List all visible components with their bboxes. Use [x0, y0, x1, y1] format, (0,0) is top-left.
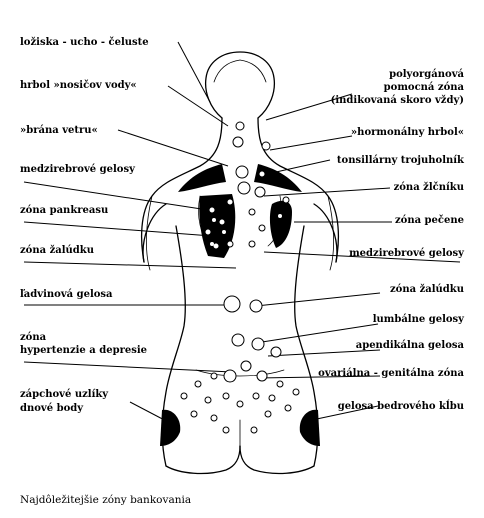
label-zapchove-line2: dnové body: [20, 403, 84, 414]
shade-dots: [210, 214, 282, 246]
zone-hip-right-shade: [299, 409, 320, 446]
label-hrbol: hrbol »nosičov vody«: [20, 80, 137, 91]
label-hormonalny: »hormonálny hrbol«: [350, 127, 464, 138]
label-lumbalne: lumbálne gelosy: [372, 314, 464, 325]
label-zaludok-left: zóna žalúdku: [20, 245, 94, 256]
label-tonsilarny: tonsillárny trojuholník: [336, 155, 464, 166]
diagram-caption: Najdôležitejšie zóny bankovania: [20, 494, 192, 506]
label-hypertenzia-line2: hypertenzie a depresie: [20, 345, 148, 356]
label-zapchove-line1: zápchové uzlíky: [20, 389, 109, 400]
label-medzirebrove-right: medzirebrové gelosy: [349, 248, 464, 259]
label-medzirebrove-left: medzirebrové gelosy: [20, 164, 135, 175]
leader-lines: [23, 41, 461, 425]
label-zaludok-right: zóna žalúdku: [390, 284, 464, 295]
label-pankreas: zóna pankreasu: [20, 205, 109, 216]
label-polyorganova-line1: polyorgánová: [389, 69, 464, 80]
label-pecene: zóna pečene: [394, 215, 464, 226]
zone-hip-left-shade: [160, 409, 181, 446]
label-hypertenzia-line1: zóna: [20, 332, 47, 343]
label-brana: »brána vetru«: [20, 125, 98, 136]
label-ladvinova: ľadvinová gelosa: [20, 289, 113, 300]
shaded-zones: [160, 164, 320, 446]
zone-shoulder-left-shade: [178, 164, 226, 192]
label-zlcnik: zóna žlčníku: [393, 182, 464, 193]
label-polyorganova-line2: pomocná zóna: [383, 82, 464, 93]
zone-shoulder-right-shade: [254, 164, 302, 192]
zone-liver-shade: [269, 200, 292, 248]
label-polyorganova-line3: (indikovaná skoro vždy): [330, 95, 464, 106]
label-bedrova: gelosa bedrového kĺbu: [337, 401, 464, 412]
label-loziska: ložiska - ucho - čeluste: [20, 37, 149, 48]
cupping-points: [180, 121, 300, 434]
zone-pancreas-shade: [199, 194, 236, 258]
label-apendikalna: apendikálna gelosa: [355, 340, 464, 351]
body-outline: [140, 51, 340, 475]
label-ovarialna: ovariálna - genitálna zóna: [318, 368, 464, 379]
